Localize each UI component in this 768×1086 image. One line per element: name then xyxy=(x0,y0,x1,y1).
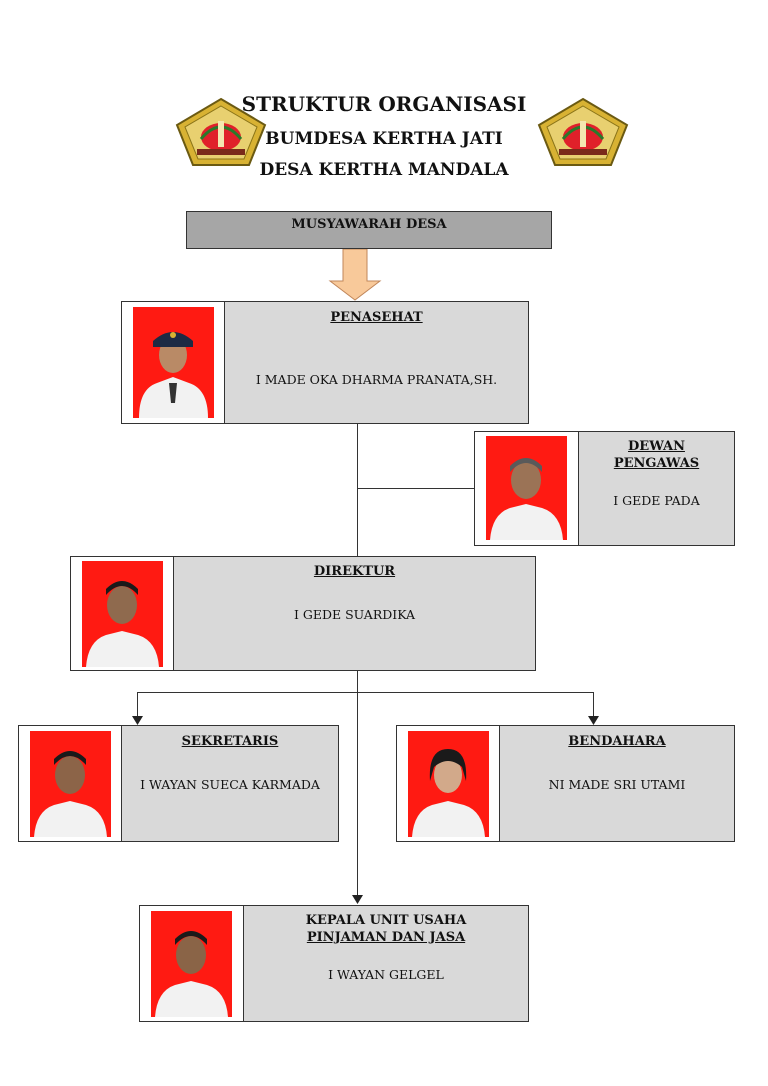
kepala-unit-info: KEPALA UNIT USAHA PINJAMAN DAN JASA I WA… xyxy=(244,906,528,1021)
kepala-name: I WAYAN GELGEL xyxy=(328,967,444,982)
regency-crest-icon xyxy=(175,97,267,166)
dewan-pengawas-info: DEWAN PENGAWAS I GEDE PADA xyxy=(579,432,734,545)
chart-subtitle-village: DESA KERTHA MANDALA xyxy=(259,160,509,180)
connector-penasehat-direktur xyxy=(357,423,358,557)
penasehat-role: PENASEHAT xyxy=(330,310,423,325)
dewan-role-line2: PENGAWAS xyxy=(613,456,700,471)
connector-bendahara xyxy=(593,692,594,720)
dewan-pengawas-card: DEWAN PENGAWAS I GEDE PADA xyxy=(474,431,735,546)
arrowhead-sekretaris xyxy=(132,716,143,725)
regency-crest-icon xyxy=(537,97,629,166)
sekretaris-name: I WAYAN SUECA KARMADA xyxy=(140,777,320,792)
chart-subtitle-org: BUMDESA KERTHA JATI xyxy=(265,129,503,149)
sekretaris-card: SEKRETARIS I WAYAN SUECA KARMADA xyxy=(18,725,339,842)
photo-frame xyxy=(71,557,174,670)
penasehat-card: PENASEHAT I MADE OKA DHARMA PRANATA,SH. xyxy=(121,301,529,424)
connector-horizontal xyxy=(137,692,594,693)
photo-frame xyxy=(122,302,225,423)
dewan-role-line1: DEWAN xyxy=(628,439,685,454)
chart-title: STRUKTUR ORGANISASI xyxy=(241,92,527,116)
penasehat-info: PENASEHAT I MADE OKA DHARMA PRANATA,SH. xyxy=(225,302,528,423)
arrowhead-kepala xyxy=(352,895,363,904)
photo-frame xyxy=(140,906,244,1021)
dewan-name: I GEDE PADA xyxy=(613,493,700,508)
sekretaris-info: SEKRETARIS I WAYAN SUECA KARMADA xyxy=(122,726,338,841)
photo-frame xyxy=(19,726,122,841)
penasehat-name: I MADE OKA DHARMA PRANATA,SH. xyxy=(255,372,498,387)
direktur-info: DIREKTUR I GEDE SUARDIKA xyxy=(174,557,535,670)
bendahara-name: NI MADE SRI UTAMI xyxy=(548,777,686,792)
bendahara-info: BENDAHARA NI MADE SRI UTAMI xyxy=(500,726,734,841)
direktur-role: DIREKTUR xyxy=(313,564,396,579)
bendahara-card: BENDAHARA NI MADE SRI UTAMI xyxy=(396,725,735,842)
arrowhead-bendahara xyxy=(588,716,599,725)
kepala-role-line2: PINJAMAN DAN JASA xyxy=(306,930,466,945)
sekretaris-role: SEKRETARIS xyxy=(181,734,279,749)
kepala-unit-card: KEPALA UNIT USAHA PINJAMAN DAN JASA I WA… xyxy=(139,905,529,1022)
musyawarah-desa-box: MUSYAWARAH DESA xyxy=(186,211,552,249)
down-block-arrow xyxy=(328,249,382,301)
dewan-pengawas-photo xyxy=(486,436,567,540)
photo-frame xyxy=(397,726,500,841)
direktur-card: DIREKTUR I GEDE SUARDIKA xyxy=(70,556,536,671)
connector-dewan xyxy=(357,488,475,489)
kepala-unit-photo xyxy=(151,911,232,1017)
connector-sekretaris xyxy=(137,692,138,720)
bendahara-role: BENDAHARA xyxy=(568,734,666,749)
photo-frame xyxy=(475,432,579,545)
bendahara-photo xyxy=(408,731,489,837)
sekretaris-photo xyxy=(30,731,111,837)
penasehat-photo xyxy=(133,307,214,418)
kepala-role-line1: KEPALA UNIT USAHA xyxy=(305,913,467,928)
direktur-photo xyxy=(82,561,163,667)
connector-direktur-kepala xyxy=(357,670,358,896)
direktur-name: I GEDE SUARDIKA xyxy=(293,607,416,622)
